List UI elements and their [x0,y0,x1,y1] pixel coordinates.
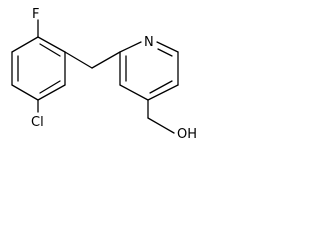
double-bond-inner-c3-c4 [39,80,61,94]
bond-c4-c5 [11,84,39,101]
bond-p4-p5 [119,84,149,101]
bond-p5-p6 [91,51,121,69]
atom-label-fluorine: F [32,7,39,22]
bond-c1-c2 [37,36,66,53]
bond-p3-p4 [147,84,179,101]
pyridine-ring [91,41,179,101]
bond-n-p2 [156,41,179,53]
double-bond-inner-n-p2 [157,48,173,57]
benzene-ring [11,36,66,101]
bond-biaryl [64,51,93,69]
bond-ch2-oh [147,117,175,134]
double-bond-inner-p3-p4 [149,80,173,94]
chemical-structure-diagram: F Cl N OH [11,7,197,142]
double-bond-inner-c1-c2 [39,43,61,57]
bond-c6-c1 [11,36,39,53]
bond-c3-c4 [37,84,66,101]
bond-p6-n [119,41,142,53]
atom-label-nitrogen: N [144,35,154,50]
atom-label-hydroxyl: OH [177,127,197,142]
atom-label-chlorine: Cl [31,115,44,130]
